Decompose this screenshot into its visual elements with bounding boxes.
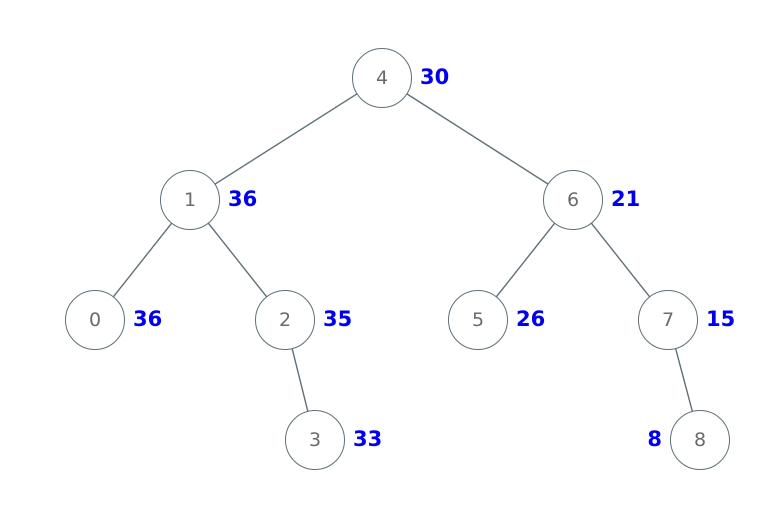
tree-node-6[interactable]: 6 [543, 170, 603, 230]
node-value-label-6: 21 [611, 187, 641, 211]
node-id-label: 8 [693, 428, 707, 451]
tree-edge [291, 348, 309, 412]
tree-node-0[interactable]: 0 [65, 290, 125, 350]
node-id-label: 6 [566, 188, 580, 211]
tree-edge [112, 222, 173, 298]
tree-edge [590, 222, 651, 298]
tree-edge [214, 93, 358, 185]
tree-edge [406, 93, 549, 185]
tree-node-2[interactable]: 2 [255, 290, 315, 350]
node-id-label: 3 [308, 428, 322, 451]
node-id-label: 2 [278, 308, 292, 331]
node-value-label-4: 30 [420, 65, 450, 89]
tree-node-3[interactable]: 3 [285, 410, 345, 470]
node-id-label: 0 [88, 308, 102, 331]
node-value-label-1: 36 [228, 187, 258, 211]
tree-node-1[interactable]: 1 [160, 170, 220, 230]
node-value-label-3: 33 [353, 427, 383, 451]
node-value-label-2: 35 [323, 307, 353, 331]
node-value-label-0: 36 [133, 307, 163, 331]
node-id-label: 5 [471, 308, 485, 331]
tree-node-4[interactable]: 4 [352, 48, 412, 108]
tree-edge [207, 222, 268, 298]
node-id-label: 7 [661, 308, 675, 331]
node-id-label: 4 [375, 66, 389, 89]
tree-edge [495, 222, 556, 298]
node-id-label: 1 [183, 188, 197, 211]
node-value-label-5: 26 [516, 307, 546, 331]
node-value-label-7: 15 [706, 307, 736, 331]
tree-node-7[interactable]: 7 [638, 290, 698, 350]
tree-node-5[interactable]: 5 [448, 290, 508, 350]
node-value-label-8: 8 [647, 427, 662, 451]
tree-edge [675, 348, 693, 412]
tree-node-8[interactable]: 8 [670, 410, 730, 470]
